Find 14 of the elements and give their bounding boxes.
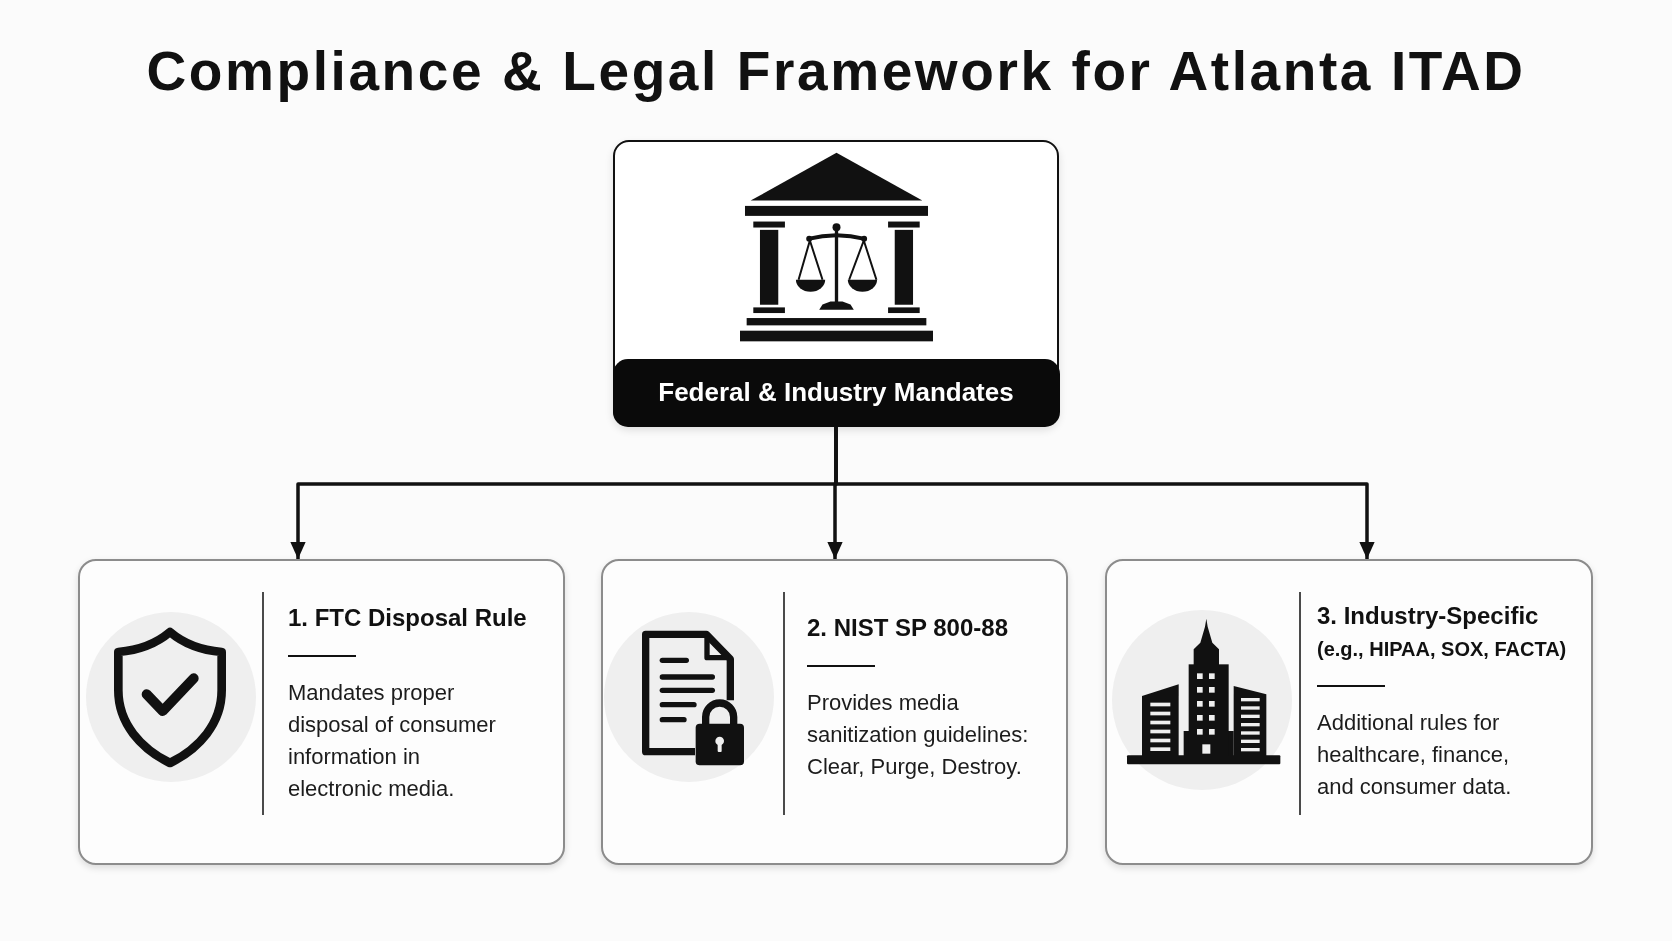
card-subheading: (e.g., HIPAA, SOX, FACTA) (1317, 637, 1567, 662)
card-heading: 3. Industry-Specific (1317, 601, 1539, 631)
card-heading: 2. NIST SP 800-88 (807, 613, 1008, 643)
info-card (601, 559, 1068, 865)
box-label: Federal & Industry Mandates (612, 358, 1060, 427)
card-heading: 1. FTC Disposal Rule (288, 603, 527, 633)
arrow (834, 426, 1375, 559)
info-card (1105, 559, 1593, 865)
card-description: Mandates proper disposal of consumer information in electronic media. (288, 679, 497, 803)
header-box (613, 140, 1059, 426)
info-card (78, 559, 565, 865)
card-description: Provides media sanitization guidelines: Clear, Purge, Destroy. (807, 689, 1030, 781)
card-description: Additional rules for healthcare, finance, and consumer data. (1317, 709, 1513, 801)
diagram-title: Compliance & Legal Framework for Atlanta ITAD (145, 39, 1527, 104)
